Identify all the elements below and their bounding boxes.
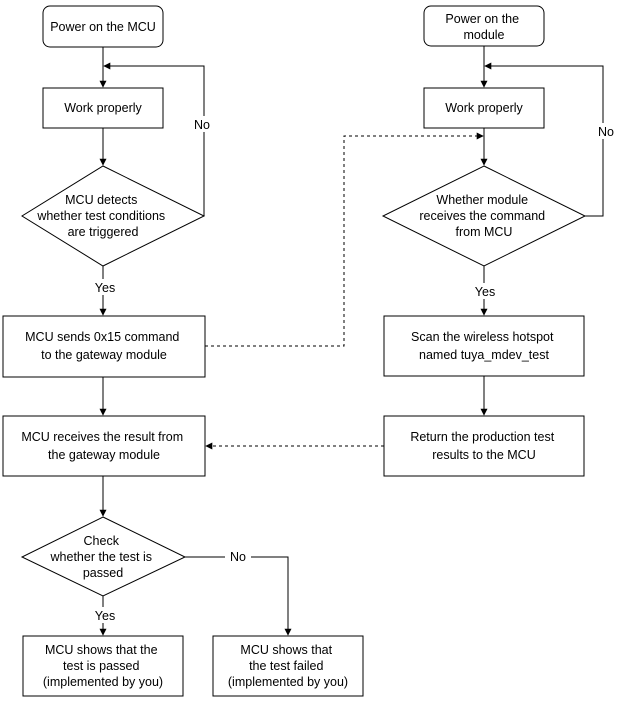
svg-text:MCU receives the result from: MCU receives the result from the gateway…: [21, 430, 186, 462]
edge-check-no: [185, 556, 292, 636]
node-module-scan: Scan the wireless hotspot named tuya_mde…: [383, 315, 585, 377]
label-mcu-no: No: [194, 118, 210, 132]
edges: [99, 46, 604, 636]
node-mcu-start: Power on the MCU: [42, 5, 164, 48]
svg-text:Work properly: Work properly: [445, 101, 523, 115]
svg-text:Power on the MCU: Power on the MCU: [50, 20, 156, 34]
edge-labels: No Yes No Yes No Yes: [90, 116, 619, 623]
node-module-receives: Whether module receives the command from…: [381, 165, 587, 267]
node-mcu-detect: MCU detects whether test conditions are …: [21, 165, 206, 267]
edge-mcu-detect-no-loop: [103, 62, 205, 216]
node-module-work: Work properly: [423, 87, 545, 129]
label-module-no: No: [598, 125, 614, 139]
svg-text:MCU shows that the test: MCU shows that the test failed (implemen…: [228, 643, 348, 689]
svg-text:Whether module receives: Whether module receives the command from…: [419, 193, 548, 239]
node-mcu-receive: MCU receives the result from the gateway…: [2, 415, 206, 477]
node-mcu-passed: MCU shows that the test is passed (imple…: [22, 635, 184, 697]
node-module-return: Return the production test results to th…: [383, 415, 585, 477]
edge-module-receives-no-loop: [484, 62, 604, 217]
svg-text:Work properly: Work properly: [64, 101, 142, 115]
node-mcu-check: Check whether the test is passed: [20, 516, 187, 597]
svg-text:Power on the module: Power on the module: [445, 12, 522, 42]
node-mcu-send: MCU sends 0x15 command to the gateway mo…: [2, 315, 206, 378]
node-mcu-failed: MCU shows that the test failed (implemen…: [212, 635, 364, 697]
svg-text:MCU shows that the test: MCU shows that the test is passed (imple…: [43, 643, 163, 689]
node-mcu-work: Work properly: [42, 87, 164, 129]
node-module-start: Power on the module: [423, 5, 545, 47]
svg-text:Check whether the test i: Check whether the test is passed: [50, 534, 156, 580]
svg-text:Return the production test: Return the production test results to th…: [410, 430, 557, 462]
label-mcu-yes: Yes: [95, 281, 115, 295]
label-check-no: No: [230, 550, 246, 564]
svg-text:MCU detects whether test: MCU detects whether test conditions are …: [36, 193, 168, 239]
label-module-yes: Yes: [475, 285, 495, 299]
svg-text:MCU sends 0x15 command t: MCU sends 0x15 command to the gateway mo…: [25, 330, 183, 362]
svg-text:Scan the wireless hotspot: Scan the wireless hotspot named tuya_mde…: [411, 330, 557, 362]
label-check-yes: Yes: [95, 609, 115, 623]
